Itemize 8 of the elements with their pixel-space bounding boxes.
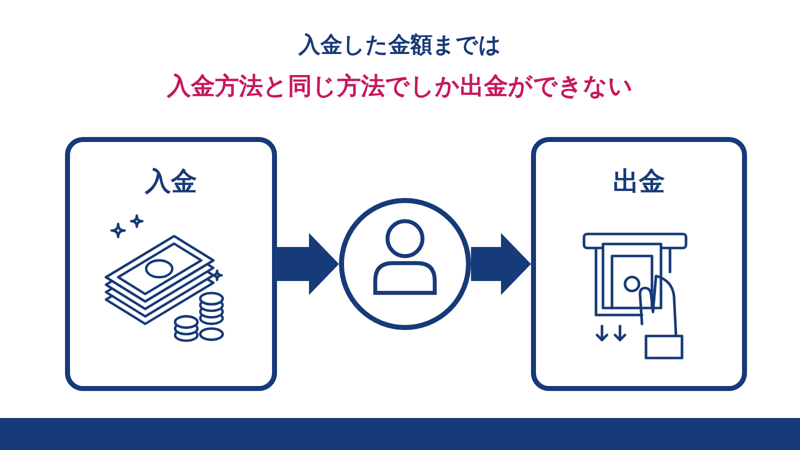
arrow [471, 233, 531, 295]
step-label: 入金 [145, 166, 197, 199]
title: 入金した金額までは [298, 33, 502, 58]
step-label: 出金 [613, 166, 665, 199]
subtitle: 入金方法と同じ方法でしか出金ができない [167, 72, 633, 100]
arrow [277, 233, 339, 295]
step-box [531, 137, 747, 391]
step-box [65, 137, 277, 391]
